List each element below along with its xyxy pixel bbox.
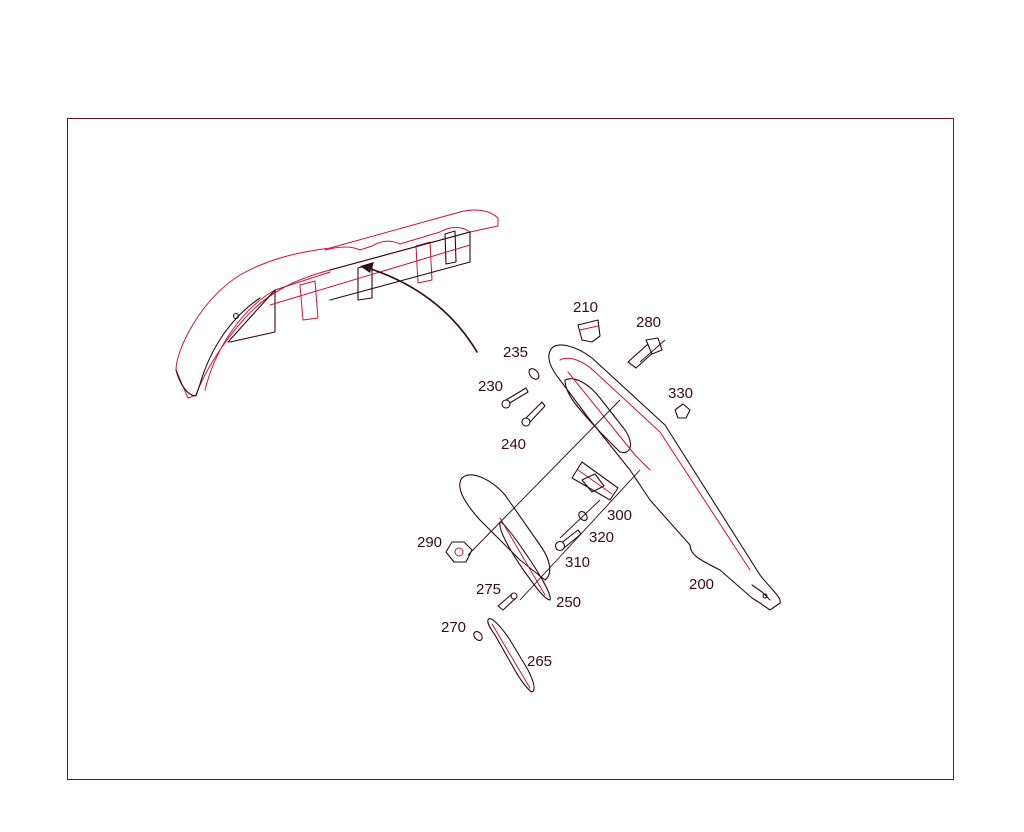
label-200: 200 [689, 576, 714, 593]
label-250: 250 [556, 594, 581, 611]
part-270-washer [473, 631, 483, 641]
part-280-bolt [627, 337, 663, 369]
alignment-lines [467, 339, 666, 601]
part-310-screw [554, 529, 582, 552]
label-230: 230 [478, 378, 503, 395]
part-230-screw [501, 387, 529, 409]
part-300-clip [571, 461, 619, 501]
label-280: 280 [636, 314, 661, 331]
label-235: 235 [503, 344, 528, 361]
label-320: 320 [589, 529, 614, 546]
label-300: 300 [607, 507, 632, 524]
label-290: 290 [417, 534, 442, 551]
part-210-clip [577, 319, 601, 343]
part-330-nut [674, 403, 691, 419]
label-240: 240 [501, 436, 526, 453]
part-250-plate [459, 474, 551, 601]
assembly-arrow [360, 262, 478, 353]
label-210: 210 [573, 299, 598, 316]
label-275: 275 [476, 581, 501, 598]
part-200-bracket [548, 344, 781, 611]
label-330: 330 [668, 385, 693, 402]
wheel-arch-liner [175, 209, 499, 399]
diagram-frame [67, 118, 954, 780]
label-270: 270 [441, 619, 466, 636]
part-235-washer [528, 368, 540, 380]
label-310: 310 [565, 554, 590, 571]
part-265-strip [487, 618, 535, 693]
part-290-nut [445, 541, 473, 563]
part-275-pin [497, 592, 518, 611]
part-240-screw [521, 401, 546, 427]
label-265: 265 [527, 653, 552, 670]
